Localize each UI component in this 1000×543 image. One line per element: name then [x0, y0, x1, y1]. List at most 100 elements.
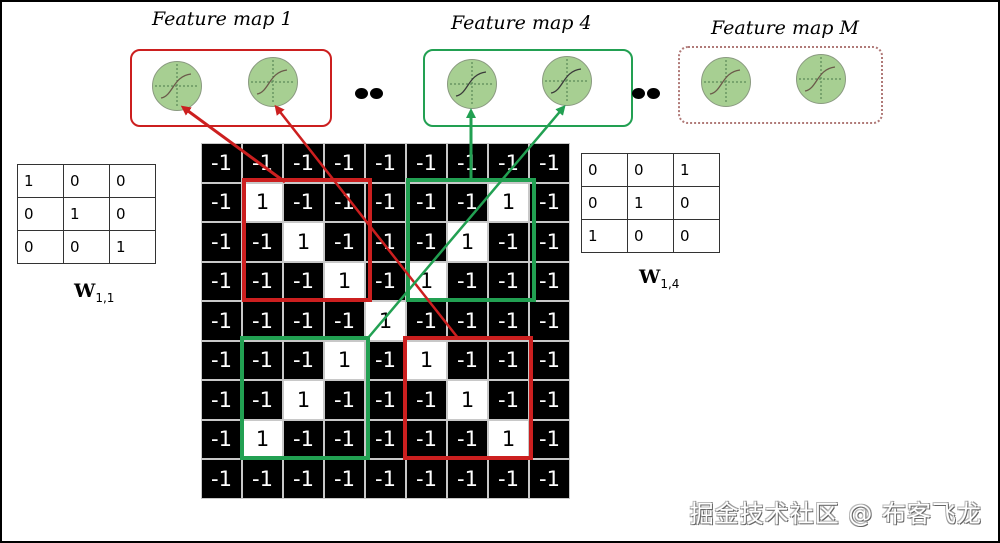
feature-map-4-title: Feature map 4: [451, 12, 592, 34]
grid-cell: -1: [324, 459, 365, 499]
weight-cell: 1: [673, 153, 720, 187]
grid-cell: -1: [201, 459, 242, 499]
grid-cell: -1: [242, 301, 283, 341]
grid-cell: 1: [488, 419, 529, 459]
grid-cell: -1: [324, 419, 365, 459]
weight-cell: 0: [627, 153, 674, 187]
grid-cell: 1: [406, 261, 447, 301]
weight-cell: 1: [109, 230, 156, 264]
grid-cell: -1: [201, 182, 242, 222]
feature-map-m-title: Feature map M: [711, 17, 859, 39]
grid-cell: -1: [283, 143, 324, 183]
weight-cell: 0: [17, 197, 64, 231]
grid-cell: -1: [529, 340, 570, 380]
grid-cell: -1: [406, 419, 447, 459]
grid-cell: -1: [447, 143, 488, 183]
receptive-field-green-bottom-left: [240, 336, 370, 460]
grid-cell: 1: [447, 222, 488, 262]
grid-cell: -1: [324, 222, 365, 262]
grid-cell: -1: [365, 419, 406, 459]
weight-matrix-w14: 0 0 1 0 1 0 1 0 0: [581, 153, 720, 253]
grid-cell: -1: [283, 301, 324, 341]
grid-cell: -1: [242, 222, 283, 262]
grid-cell: -1: [324, 380, 365, 420]
grid-cell: -1: [488, 222, 529, 262]
grid-cell: 1: [447, 380, 488, 420]
grid-cell: -1: [406, 380, 447, 420]
receptive-field-red-top-left: [242, 178, 372, 302]
weight-label-w11: W1,1: [74, 280, 115, 305]
grid-cell: -1: [529, 143, 570, 183]
grid-cell: 1: [324, 261, 365, 301]
arrow-green-2: [367, 104, 566, 339]
grid-cell: -1: [365, 459, 406, 499]
weight-matrix-w11: 1 0 0 0 1 0 0 0 1: [17, 164, 156, 264]
grid-cell: -1: [365, 143, 406, 183]
grid-cell: -1: [283, 459, 324, 499]
neuron-sigmoid-icon: [248, 57, 298, 107]
weight-cell: 0: [627, 219, 674, 253]
weight-cell: 0: [109, 164, 156, 198]
grid-cell: -1: [242, 340, 283, 380]
grid-cell: -1: [324, 143, 365, 183]
grid-cell: -1: [447, 301, 488, 341]
grid-cell: -1: [447, 261, 488, 301]
neuron-sigmoid-icon: [152, 61, 202, 111]
neuron-sigmoid-icon: [542, 56, 592, 106]
neuron-sigmoid-icon: [701, 57, 751, 107]
feature-map-1-box: [130, 49, 332, 127]
grid-cell: -1: [406, 459, 447, 499]
grid-cell: -1: [283, 261, 324, 301]
grid-cell: -1: [201, 143, 242, 183]
weight-cell: 0: [109, 197, 156, 231]
grid-cell: -1: [201, 340, 242, 380]
grid-cell: -1: [201, 222, 242, 262]
grid-cell: -1: [324, 182, 365, 222]
grid-cell: -1: [488, 459, 529, 499]
grid-cell: -1: [488, 261, 529, 301]
grid-cell: -1: [406, 143, 447, 183]
grid-cell: 1: [406, 340, 447, 380]
grid-cell: -1: [406, 182, 447, 222]
grid-cell: -1: [283, 419, 324, 459]
grid-cell: -1: [488, 380, 529, 420]
grid-cell: -1: [283, 182, 324, 222]
feature-map-m-box: [678, 46, 883, 124]
weight-cell: 1: [581, 219, 628, 253]
grid-cell: 1: [283, 222, 324, 262]
grid-cell: -1: [488, 301, 529, 341]
weight-cell: 0: [17, 230, 64, 264]
weight-cell: 0: [673, 219, 720, 253]
weight-cell: 1: [627, 186, 674, 220]
grid-cell: -1: [488, 143, 529, 183]
neuron-sigmoid-icon: [796, 54, 846, 104]
watermark-text: 掘金技术社区 @ 布客飞龙: [689, 500, 982, 528]
grid-cell: -1: [242, 261, 283, 301]
grid-cell: -1: [529, 380, 570, 420]
grid-cell: -1: [447, 340, 488, 380]
grid-cell: -1: [283, 340, 324, 380]
feature-map-1-title: Feature map 1: [152, 8, 293, 30]
arrow-red-1: [180, 105, 286, 184]
grid-cell: -1: [529, 459, 570, 499]
grid-cell: -1: [201, 261, 242, 301]
receptive-field-red-bottom-right: [403, 336, 533, 460]
grid-cell: -1: [447, 182, 488, 222]
grid-cell: -1: [529, 301, 570, 341]
weight-label-w14: W1,4: [639, 266, 680, 291]
grid-cell: -1: [201, 419, 242, 459]
grid-cell: -1: [201, 301, 242, 341]
weight-cell: 0: [63, 230, 110, 264]
grid-cell: 1: [324, 340, 365, 380]
grid-cell: 1: [283, 380, 324, 420]
grid-cell: -1: [201, 380, 242, 420]
weight-cell: 0: [63, 164, 110, 198]
arrow-red-2: [274, 104, 459, 339]
grid-cell: -1: [447, 459, 488, 499]
neuron-sigmoid-icon: [447, 59, 497, 109]
feature-map-4-box: [423, 49, 633, 127]
ellipsis-dots: [355, 78, 385, 104]
